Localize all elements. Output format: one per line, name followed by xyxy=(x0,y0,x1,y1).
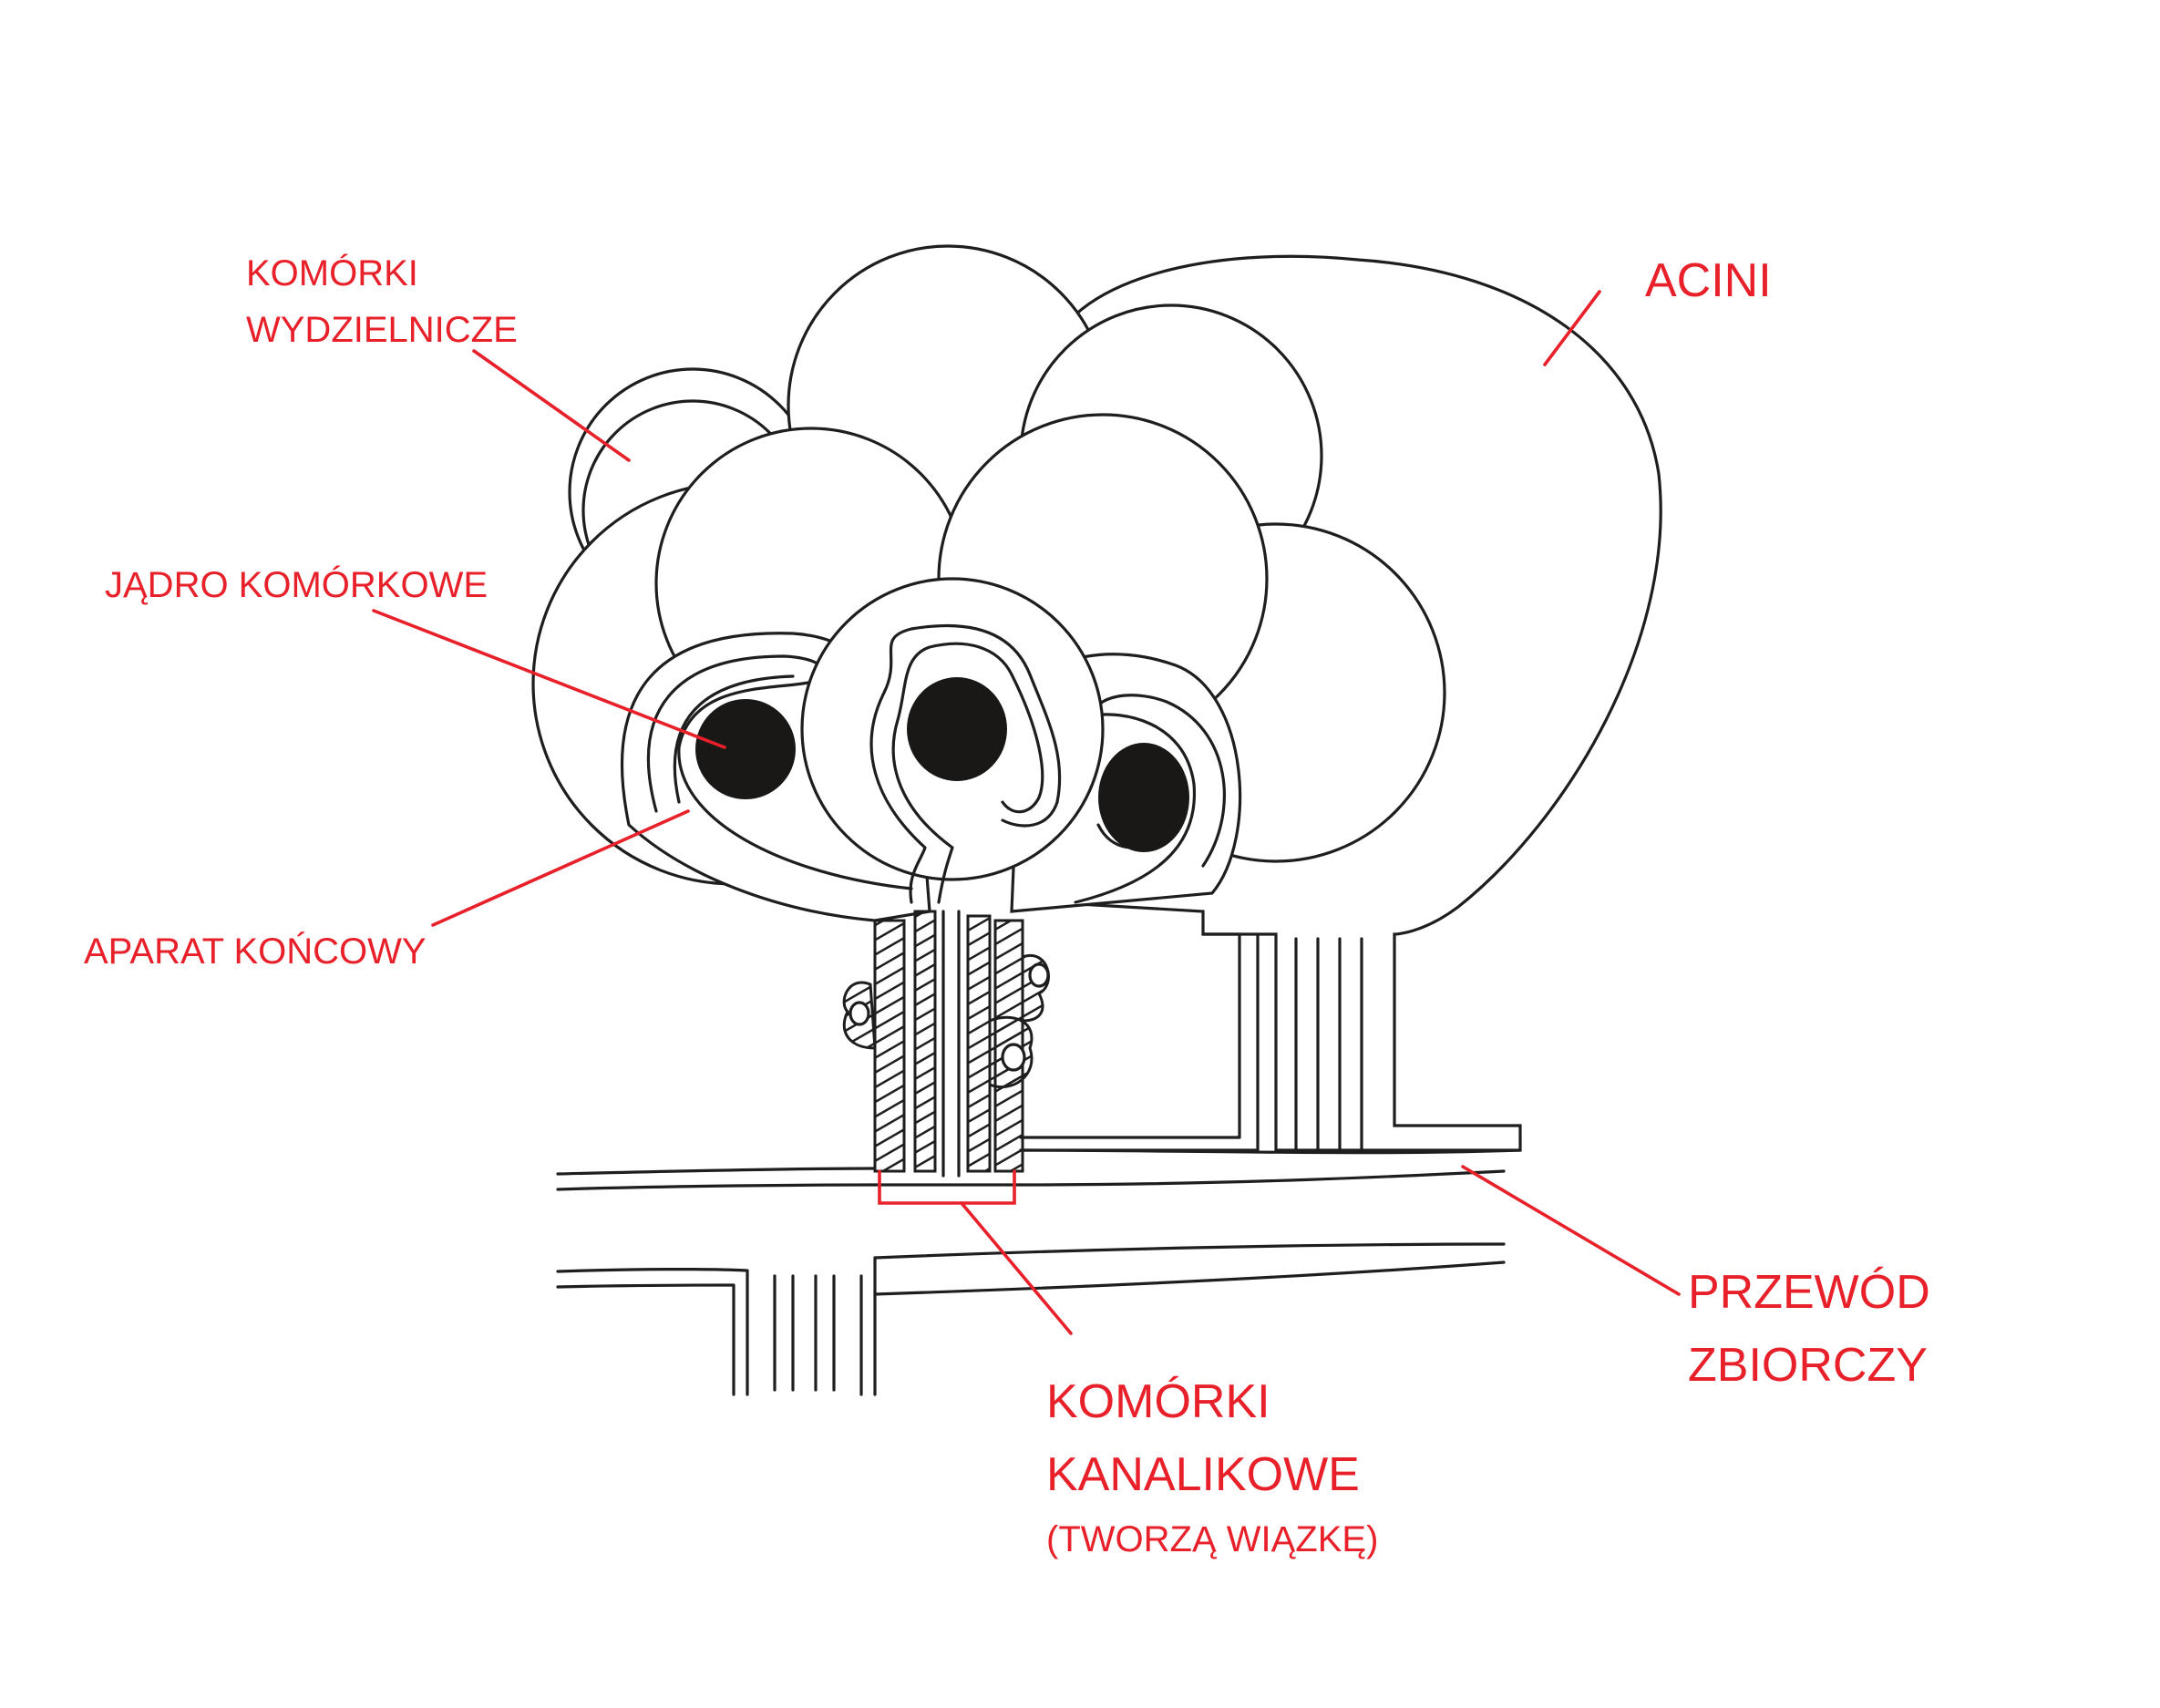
label-canal-cells-line2: KANALIKOWE xyxy=(1046,1448,1360,1501)
leader-lines xyxy=(372,290,1681,1335)
label-secretory-cells: KOMÓRKI WYDZIELNICZE xyxy=(246,252,518,350)
label-canal-cells: KOMÓRKI KANALIKOWE (TWORZĄ WIĄZKĘ) xyxy=(1046,1375,1378,1559)
label-secretory-cells-line1: KOMÓRKI xyxy=(246,252,418,293)
cell-nucleus xyxy=(695,699,796,799)
label-terminal-apparatus: APARAT KOŃCOWY xyxy=(84,931,427,972)
label-collecting-duct-line1: PRZEWÓD xyxy=(1688,1266,1930,1319)
large-acinus-duct-lines xyxy=(1294,937,1363,1152)
label-cell-nucleus: JĄDRO KOMÓRKOWE xyxy=(105,564,488,605)
label-canal-cells-line1: KOMÓRKI xyxy=(1046,1375,1270,1428)
cell-nucleus xyxy=(1098,743,1189,852)
label-collecting-duct-line2: ZBIORCZY xyxy=(1688,1339,1928,1392)
collecting-duct xyxy=(556,1148,1522,1396)
label-acini: ACINI xyxy=(1645,254,1772,307)
label-canal-cells-note: (TWORZĄ WIĄZKĘ) xyxy=(1046,1519,1378,1559)
label-secretory-cells-line2: WYDZIELNICZE xyxy=(246,310,518,350)
label-collecting-duct: PRZEWÓD ZBIORCZY xyxy=(1688,1266,1930,1392)
canal-cell-bundle xyxy=(842,910,1050,1178)
cell-nucleus xyxy=(907,677,1007,781)
